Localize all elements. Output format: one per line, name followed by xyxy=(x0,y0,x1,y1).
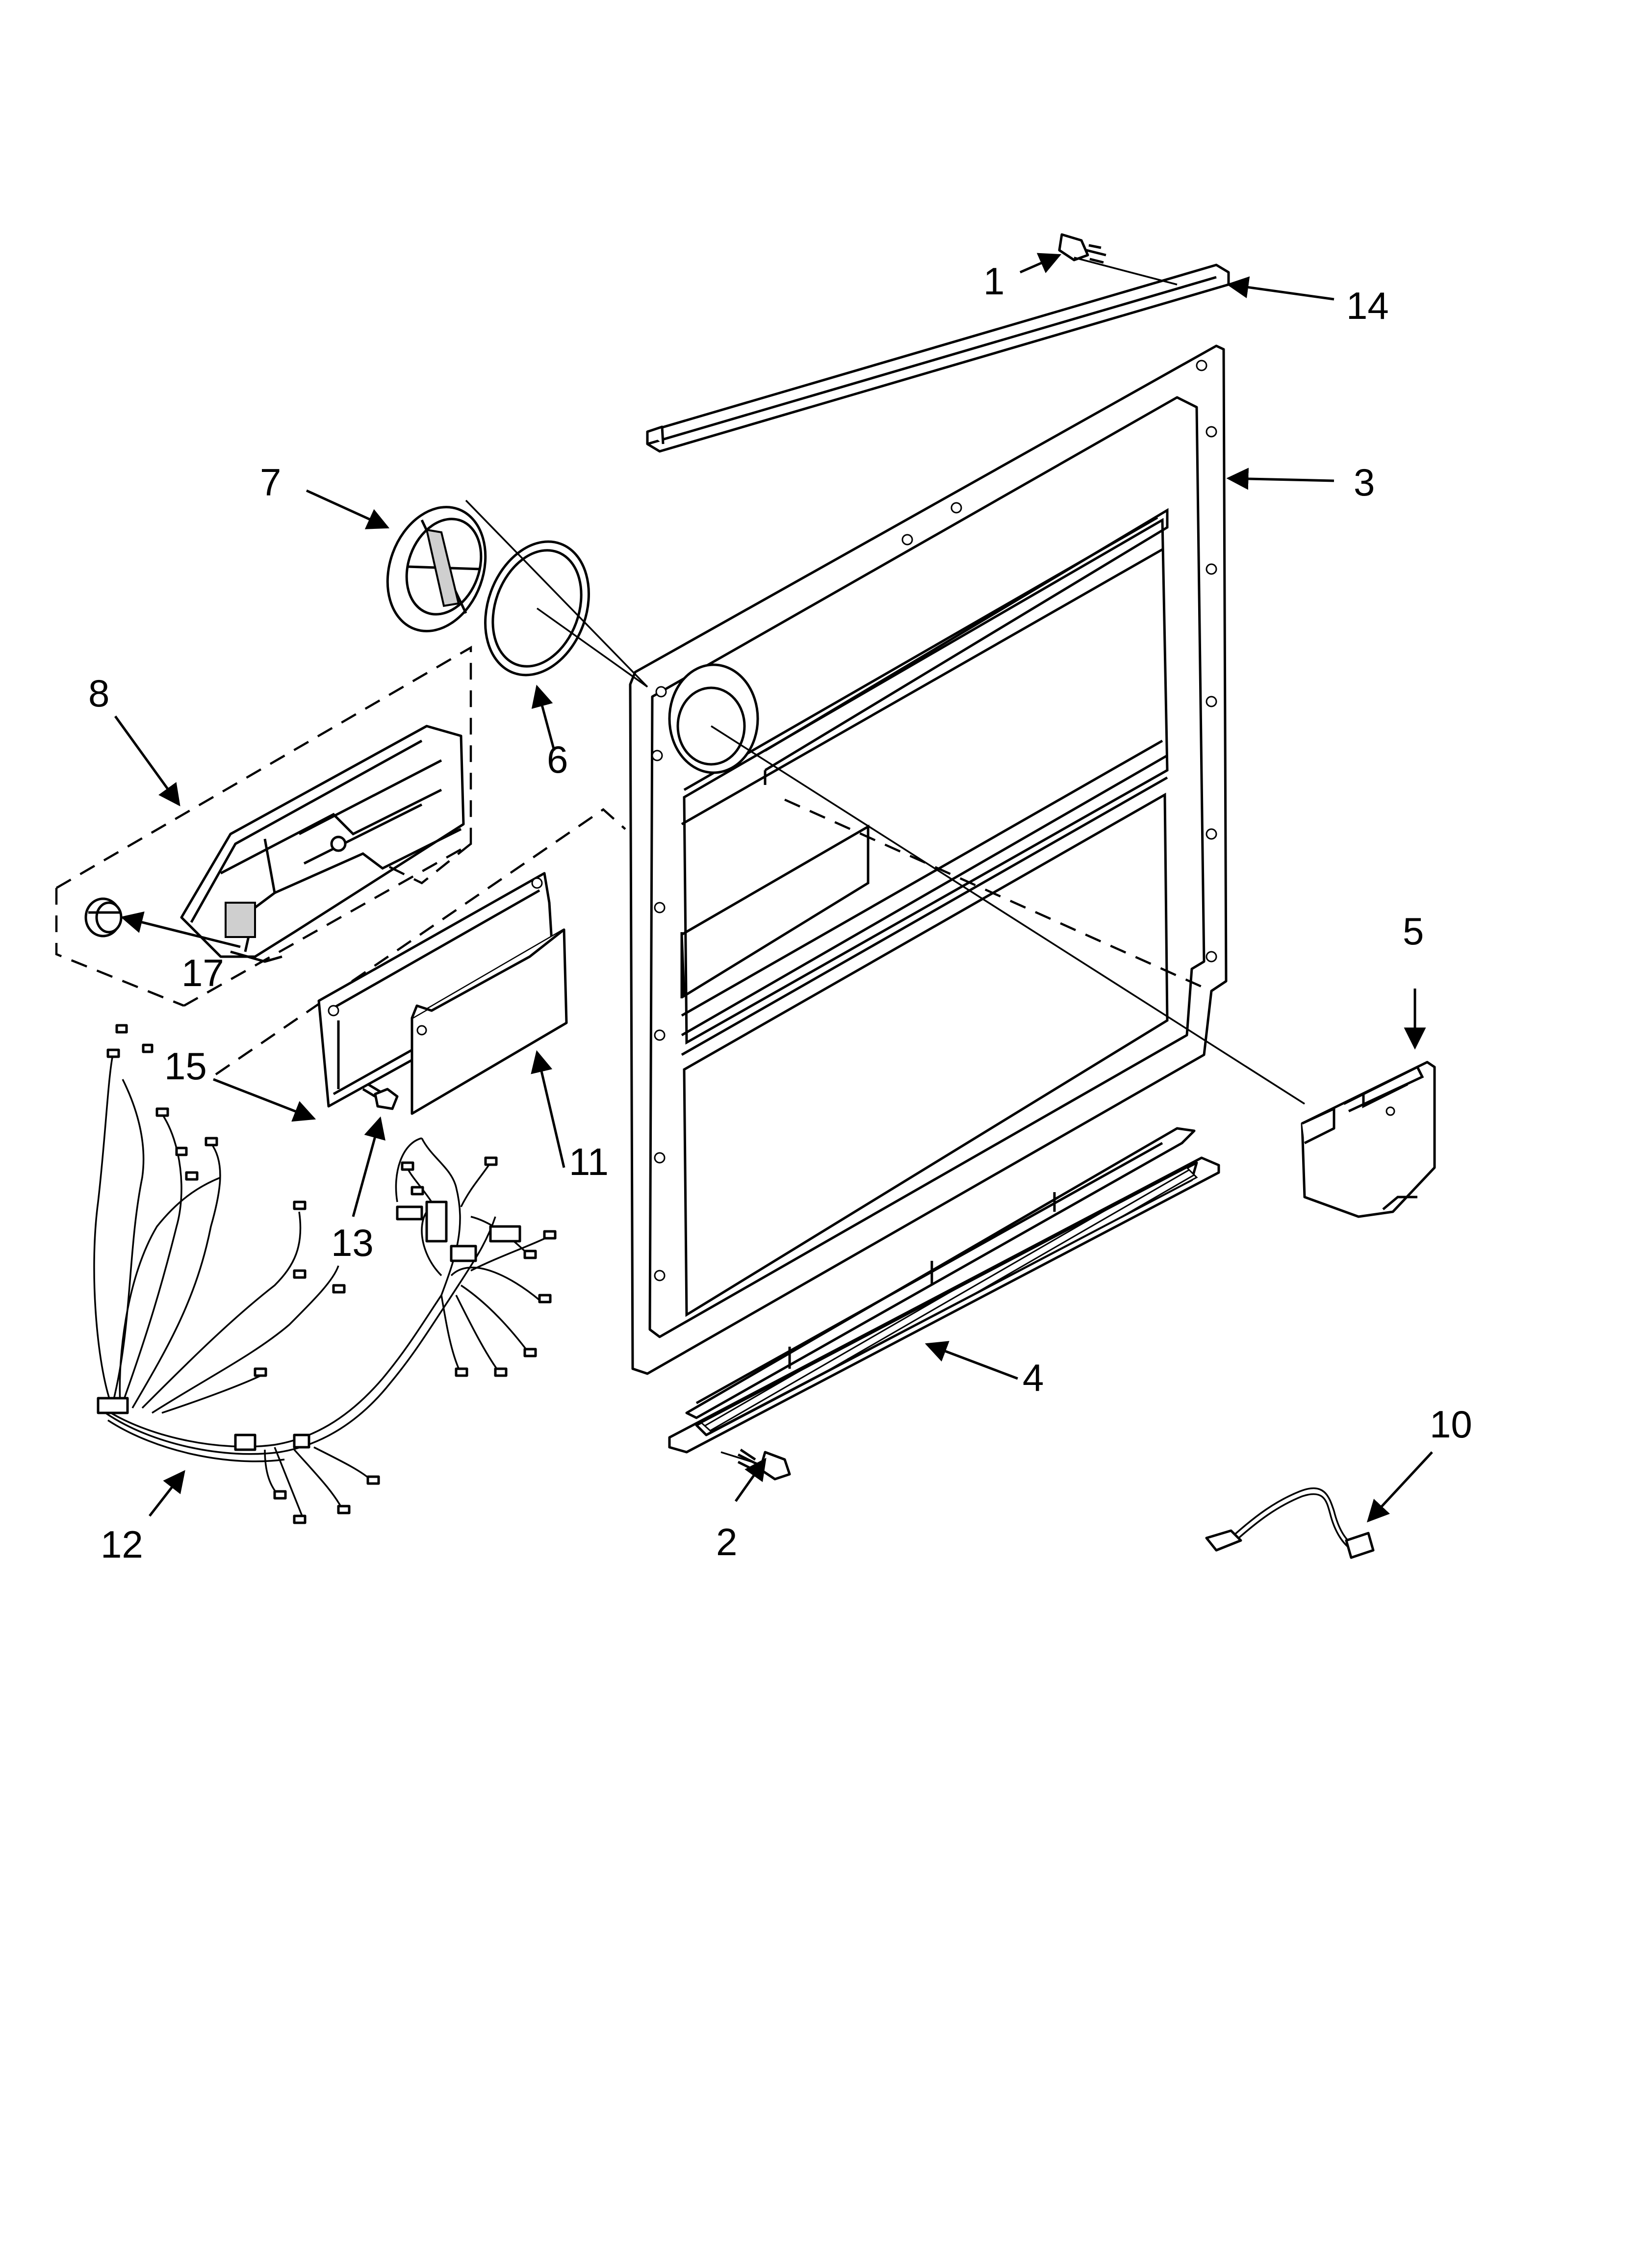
board-screw xyxy=(362,1083,399,1110)
flange-screw-holes xyxy=(651,360,1217,1281)
vent-duct-box xyxy=(1301,1061,1436,1218)
dispenser-assembly xyxy=(180,725,465,963)
callout-3: 3 xyxy=(1354,461,1375,504)
jumper-wire xyxy=(1205,1487,1375,1559)
callout-17: 17 xyxy=(181,951,224,994)
inner-door-panel xyxy=(629,344,1228,1375)
leader-lines xyxy=(114,253,1433,1523)
vent-cover xyxy=(386,506,487,632)
assembly-dashed-outline xyxy=(55,646,1212,1075)
callout-7: 7 xyxy=(260,461,281,504)
callout-6: 6 xyxy=(547,738,568,781)
callout-labels: 1 2 3 4 5 6 7 8 10 11 12 13 14 15 17 xyxy=(88,260,1472,1566)
callout-2: 2 xyxy=(716,1520,737,1564)
callout-12: 12 xyxy=(101,1523,143,1566)
wire-harness xyxy=(93,1024,557,1524)
callout-10: 10 xyxy=(1430,1403,1472,1446)
callout-13: 13 xyxy=(331,1221,374,1264)
callout-11: 11 xyxy=(569,1140,609,1183)
callout-15: 15 xyxy=(164,1044,207,1088)
bottom-trim xyxy=(668,1127,1220,1454)
harness-connectors xyxy=(106,1024,557,1524)
callout-8: 8 xyxy=(88,672,109,715)
callout-5: 5 xyxy=(1403,910,1424,953)
board-cover xyxy=(410,928,568,1115)
dispenser-knob xyxy=(84,897,123,938)
callout-14: 14 xyxy=(1346,284,1389,327)
callout-4: 4 xyxy=(1023,1356,1044,1399)
callout-1: 1 xyxy=(983,260,1004,303)
top-screw xyxy=(1058,233,1106,264)
bottom-screw xyxy=(737,1448,791,1481)
